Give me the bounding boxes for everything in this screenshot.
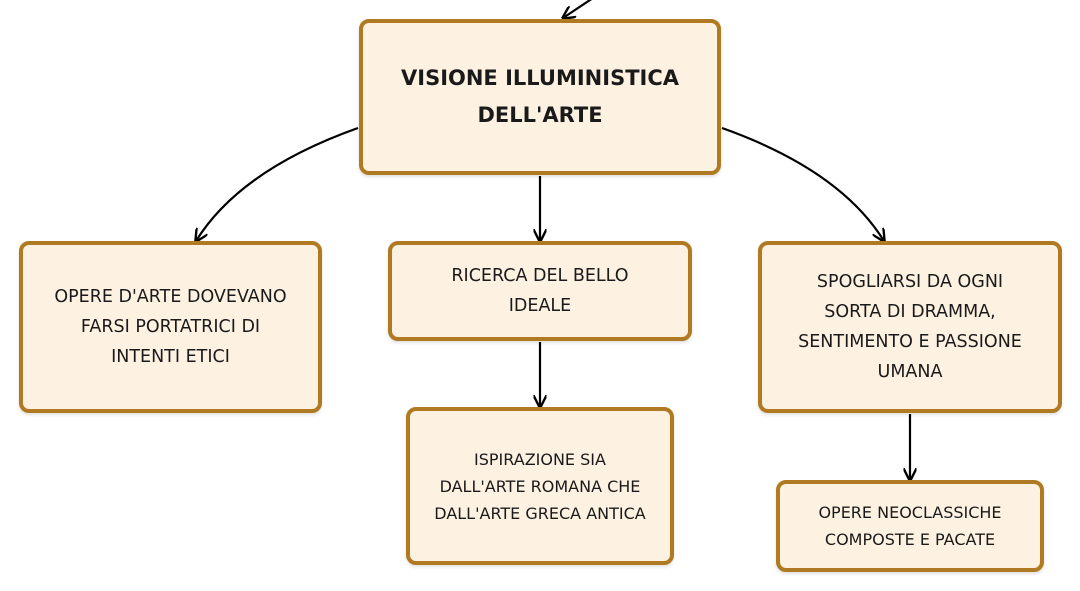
node-ricerca-bello-ideale[interactable]: RICERCA DEL BELLO IDEALE: [388, 241, 692, 341]
node-label: SPOGLIARSI DA OGNI SORTA DI DRAMMA, SENT…: [798, 272, 1022, 382]
node-label: OPERE D'ARTE DOVEVANO FARSI PORTATRICI D…: [54, 287, 287, 367]
connector-root-left: [196, 126, 359, 241]
node-label: RICERCA DEL BELLO IDEALE: [451, 266, 629, 316]
connector-root-right: [721, 126, 884, 241]
node-label: ISPIRAZIONE SIA DALL'ARTE ROMANA CHE DAL…: [434, 449, 646, 523]
node-opere-neoclassiche[interactable]: OPERE NEOCLASSICHE COMPOSTE E PACATE: [776, 480, 1044, 572]
incoming-connector: [563, 0, 592, 18]
node-label: OPERE NEOCLASSICHE COMPOSTE E PACATE: [818, 503, 1002, 549]
node-opere-intenti-etici[interactable]: OPERE D'ARTE DOVEVANO FARSI PORTATRICI D…: [19, 241, 322, 413]
node-visione-illuministica[interactable]: VISIONE ILLUMINISTICA DELL'ARTE: [359, 19, 721, 175]
node-ispirazione-arte[interactable]: ISPIRAZIONE SIA DALL'ARTE ROMANA CHE DAL…: [406, 407, 674, 565]
node-spogliarsi-dramma[interactable]: SPOGLIARSI DA OGNI SORTA DI DRAMMA, SENT…: [758, 241, 1062, 413]
node-label: VISIONE ILLUMINISTICA DELL'ARTE: [401, 66, 679, 127]
